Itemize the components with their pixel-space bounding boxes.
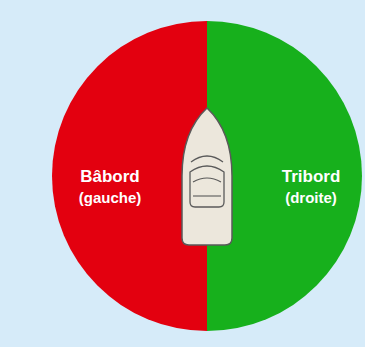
text-group: Tribord(droite) [255, 166, 365, 208]
side-meaning: (droite) [255, 188, 365, 208]
side-name: Tribord [255, 166, 365, 188]
boat-hull [182, 108, 232, 245]
boat-cabin [190, 166, 224, 207]
side-name: Bâbord [54, 166, 166, 188]
text-group: Bâbord(gauche) [54, 166, 166, 208]
side-meaning: (gauche) [54, 188, 166, 208]
boat-windshield [193, 178, 221, 182]
boat-bow-line [191, 156, 223, 162]
boat-seat-line [193, 195, 221, 196]
